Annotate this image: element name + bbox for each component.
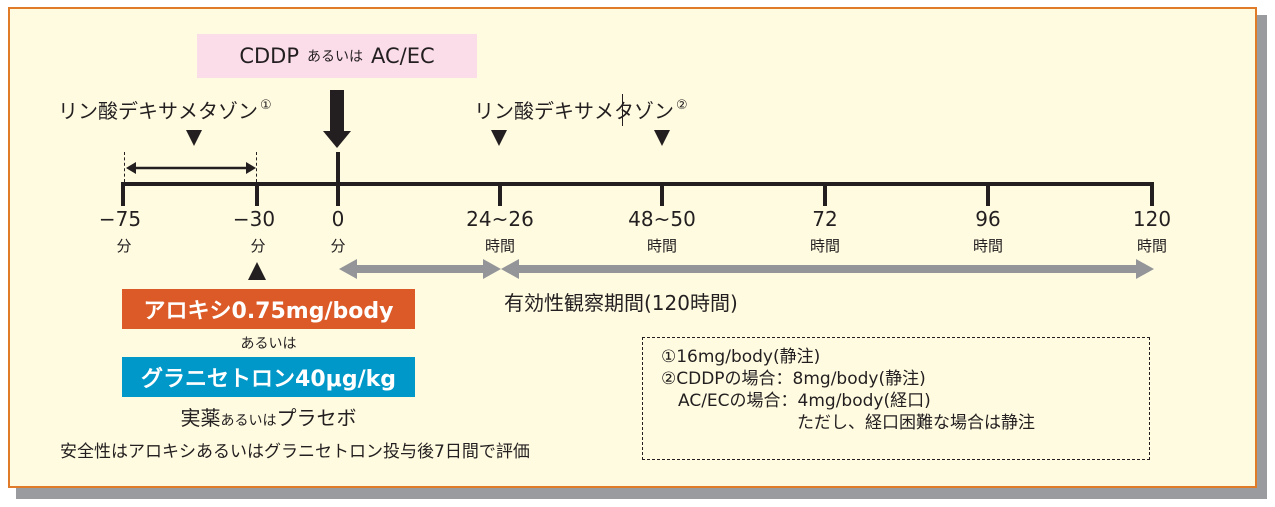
antiemetic-marker-icon [248, 262, 266, 280]
dexamethasone-1-text: リン酸デキサメタゾン [58, 99, 258, 123]
chemo-cddp-label: CDDP [239, 44, 299, 68]
dose-notes-box: ①16mg/body(静注) ②CDDPの場合：8mg/body(静注) AC/… [642, 337, 1150, 460]
dexamethasone-2-marker-day2-icon [654, 130, 670, 146]
observation-period-label: 有効性観察期間(120時間) [504, 291, 738, 315]
tick-unit-72: 時間 [809, 237, 840, 255]
tick-0 [336, 152, 340, 206]
observation-arrow-acute-icon [339, 259, 501, 279]
stray-cursor-line [622, 94, 623, 126]
tick-unit-120: 時間 [1136, 237, 1167, 255]
range-dashed-left [124, 152, 125, 182]
tick-label-0: 0 [331, 207, 345, 231]
tick-label-96: 96 [975, 207, 1001, 231]
note-line-4: ただし、経口困難な場合は静注 [661, 413, 1035, 433]
tick-120 [1150, 182, 1154, 206]
safety-note: 安全性はアロキシあるいはグラニセトロン投与後7日間で評価 [60, 442, 530, 462]
tick-unit-minus75: 分 [116, 237, 132, 255]
tick-label-24: 24~26 [466, 207, 534, 231]
tick-72 [823, 182, 827, 206]
tick-label-120: 120 [1132, 207, 1172, 231]
tick-unit-minus30: 分 [250, 237, 266, 255]
chemo-regimen-box: CDDP あるいは AC/EC [197, 34, 477, 78]
diagram-panel [8, 7, 1257, 488]
tick-48 [660, 182, 664, 206]
timeline-axis [123, 182, 1154, 186]
observation-arrow-total-icon [501, 259, 1154, 279]
tick-label-minus30: −30 [232, 207, 276, 231]
dexamethasone-2-marker-day1-icon [491, 130, 507, 146]
chemo-connector: あるいは [307, 49, 363, 65]
tick-label-48: 48~50 [628, 207, 696, 231]
dexamethasone-2-marker: ② [676, 98, 688, 113]
antiemetic-connector: あるいは [240, 336, 297, 352]
tick-24 [498, 182, 502, 206]
arm-connector: あるいは [220, 413, 277, 429]
note-line-2: ②CDDPの場合：8mg/body(静注) [661, 369, 926, 389]
aloxi-dose-box: アロキシ0.75mg/body [122, 289, 415, 329]
tick-unit-48: 時間 [646, 237, 677, 255]
note-line-1: ①16mg/body(静注) [661, 347, 821, 367]
arm-label: 実薬あるいはプラセボ [122, 402, 415, 431]
tick-unit-0: 分 [330, 237, 346, 255]
arm-active: 実薬 [180, 406, 221, 430]
tick-minus75 [121, 182, 125, 206]
tick-label-72: 72 [812, 207, 838, 231]
note-line-3: AC/ECの場合：4mg/body(経口) [661, 391, 931, 411]
arm-placebo: プラセボ [276, 406, 357, 430]
tick-unit-24: 時間 [484, 237, 515, 255]
tick-label-minus75: −75 [98, 207, 142, 231]
chemo-down-arrow-icon [323, 90, 351, 148]
tick-minus30 [255, 182, 259, 206]
granisetron-dose-box: グラニセトロン40μg/kg [122, 357, 415, 397]
range-dashed-right [256, 152, 257, 182]
tick-unit-96: 時間 [972, 237, 1003, 255]
range-double-arrow-icon [126, 160, 256, 174]
dexamethasone-1-marker-icon [186, 130, 202, 146]
dexamethasone-2-text: リン酸デキサメタゾン [474, 99, 674, 123]
tick-96 [986, 182, 990, 206]
chemo-acec-label: AC/EC [371, 44, 435, 68]
dexamethasone-1-marker: ① [260, 98, 272, 113]
